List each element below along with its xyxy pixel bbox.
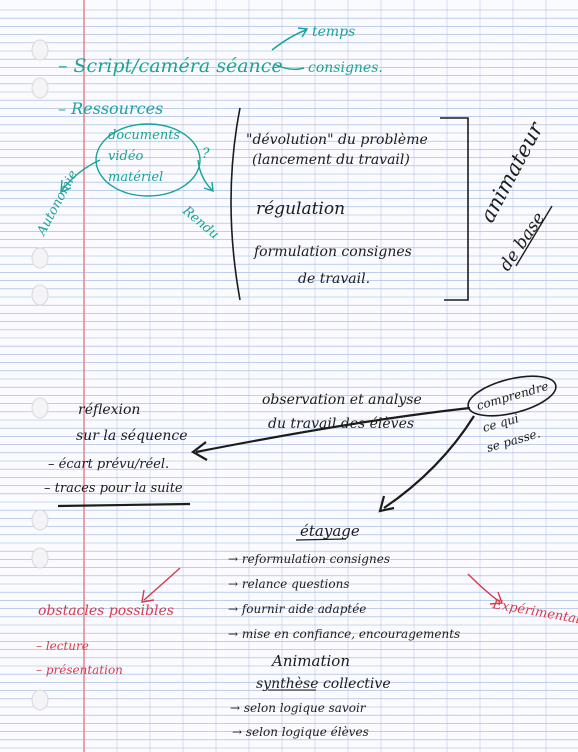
comprendre-circle: [467, 375, 557, 417]
arrow-to-autonomie-head: [60, 179, 72, 194]
arrow-to-reflexion-head: [191, 441, 208, 461]
etayage-title: étayage: [300, 522, 360, 540]
video-label: vidéo: [108, 149, 144, 164]
right-bracket: [440, 117, 469, 301]
reflexion-group: réflexion sur la séquence – écart prévu/…: [44, 402, 191, 508]
animation-group: Animation synthèse collective → selon lo…: [230, 652, 391, 739]
devolution-text: "dévolution" du problème: [246, 132, 428, 148]
animation-title: Animation: [270, 652, 350, 670]
obstacles-title: obstacles possibles: [38, 603, 174, 619]
arrow-to-obstacles-head: [141, 589, 155, 603]
binder-hole: [31, 397, 49, 419]
lancement-text: (lancement du travail): [252, 152, 410, 168]
reflexion-line1: réflexion: [78, 402, 140, 418]
resources-circle: [95, 123, 201, 197]
binder-hole: [31, 547, 49, 569]
formulation-text: formulation consignes: [253, 244, 412, 260]
arrow-to-experimental: [467, 573, 501, 603]
binder-hole: [31, 284, 49, 306]
temps-label: temps: [312, 24, 355, 40]
horizontal-rules: [0, 9, 578, 749]
travail-text: de travail.: [298, 271, 370, 287]
materiel-label: matériel: [108, 170, 163, 185]
animation-item: → selon logique élèves: [232, 725, 369, 739]
arrow-to-temps: [271, 29, 307, 51]
traces-text: – traces pour la suite: [44, 481, 183, 496]
documents-label: documents: [108, 128, 180, 143]
arrow-to-autonomie: [61, 159, 101, 191]
binder-hole: [31, 39, 49, 61]
animation-subtitle: synthèse collective: [256, 676, 391, 692]
arrow-to-etayage-head: [378, 495, 395, 513]
script-line: – Script/caméra séance: [58, 55, 283, 77]
binder-hole: [31, 77, 49, 99]
arrow-to-reflexion: [195, 406, 471, 454]
arrow-to-rendu: [197, 159, 213, 191]
etayage-group: étayage → reformulation consignes → rela…: [228, 522, 460, 641]
question-mark: ?: [202, 146, 210, 162]
binder-hole: [31, 509, 49, 531]
etayage-item: → fournir aide adaptée: [228, 602, 366, 616]
arrow-to-experimental-head: [489, 591, 503, 605]
arrow-to-obstacles: [143, 567, 181, 601]
vertical-rules: [116, 0, 547, 752]
reflexion-underline: [57, 502, 191, 508]
obstacles-item: – présentation: [36, 663, 123, 677]
teal-notes: – Script/caméra séance temps consignes. …: [34, 24, 383, 242]
binder-holes: [31, 39, 49, 711]
obstacles-item: – lecture: [36, 639, 89, 653]
arrow-to-consignes: [273, 63, 305, 71]
animation-item: → selon logique savoir: [230, 701, 367, 715]
ressource-label: – Ressources: [58, 99, 163, 118]
binder-hole: [31, 247, 49, 269]
etayage-item: → reformulation consignes: [228, 552, 390, 566]
left-parenthesis: [230, 107, 241, 301]
binder-hole: [31, 689, 49, 711]
etayage-item: → mise en confiance, encouragements: [228, 627, 460, 641]
observation-line1: observation et analyse: [262, 392, 422, 408]
consignes-label: consignes.: [308, 60, 383, 76]
de-base-underline: [515, 205, 553, 267]
arrow-to-etayage: [383, 415, 475, 509]
ecart-text: – écart prévu/réel.: [48, 457, 169, 472]
etayage-item: → relance questions: [228, 577, 350, 591]
regulation-text: régulation: [256, 199, 345, 219]
etayage-underline: [295, 538, 347, 541]
arrow-to-temps-head: [297, 27, 309, 38]
reflexion-line2: sur la séquence: [76, 428, 188, 444]
arrow-to-rendu-head: [203, 181, 214, 193]
